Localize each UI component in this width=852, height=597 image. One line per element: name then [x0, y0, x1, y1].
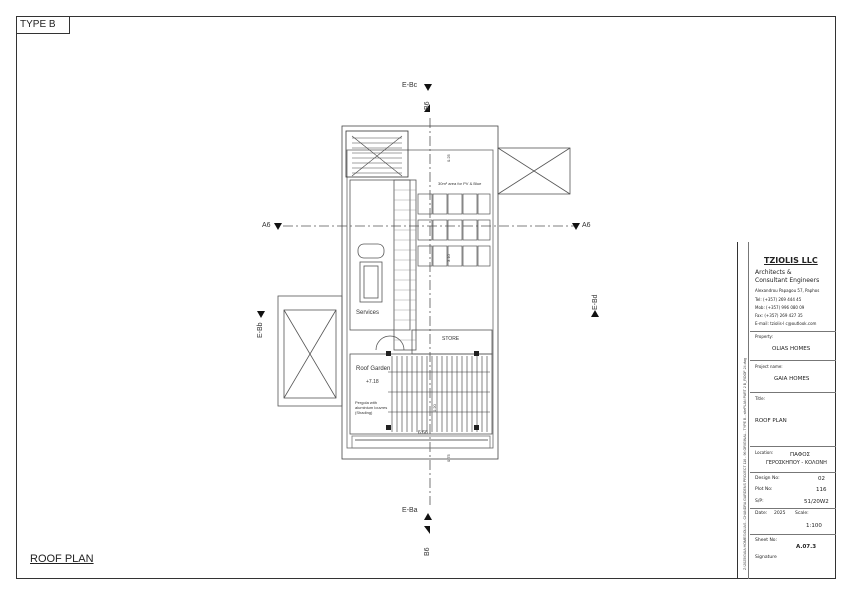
title-block-main: TZIOLIS LLC Architects & Consultant Engi…	[750, 242, 836, 579]
title-value: ROOF PLAN	[755, 418, 787, 424]
location-line1: ΠΑΦΟΣ	[790, 452, 811, 458]
project-value: GAIA HOMES	[774, 376, 810, 382]
plan-title: ROOF PLAN	[30, 553, 94, 565]
pv-panel-grid	[417, 193, 491, 267]
section-label-e-ba: E-Ba	[402, 507, 418, 514]
water-tank-2	[359, 261, 383, 303]
property-value: OLIAS HOMES	[772, 346, 811, 352]
title-block	[737, 242, 836, 579]
skylight-left	[277, 295, 343, 407]
company-fax: Fax: (+357) 269 427 35	[755, 313, 803, 318]
sp-label: S/P:	[755, 499, 764, 504]
services-area	[349, 179, 411, 331]
section-arrow-left	[274, 223, 282, 230]
location-line2: ΓΕΡΟΣΚΗΠΟΥ - ΚΟΛΟΝΗ	[766, 460, 827, 466]
stair-treads	[351, 135, 403, 177]
design-value: 02	[818, 476, 825, 482]
section-label-a6-right: A6	[582, 222, 591, 229]
section-label-e-bc: E-Bc	[402, 82, 418, 89]
section-arrow-bottom-b6	[424, 526, 430, 534]
dimension-top: 0.25	[446, 154, 451, 162]
section-arrow-e-bb	[257, 311, 265, 318]
section-label-b6-top: B6	[424, 101, 431, 110]
signature-label: Signature	[755, 555, 777, 560]
company-tel: Tel: (+357) 269 444 45	[755, 297, 802, 302]
date-label: Date:	[755, 511, 768, 516]
section-arrow-bottom	[424, 513, 432, 520]
dimension-width: 6.66	[418, 430, 428, 436]
store-room	[411, 329, 493, 355]
title-block-side-strip	[737, 242, 749, 579]
section-label-e-bb: E-Bb	[257, 322, 264, 338]
duct-strip	[393, 179, 417, 351]
plot-label: Plot No:	[755, 487, 773, 492]
plot-value: 116	[816, 487, 827, 493]
section-label-a6-left: A6	[262, 222, 271, 229]
dimension-garden: 0.20	[432, 404, 437, 412]
sp-value: 51/20W2	[804, 499, 829, 505]
project-label: Project name:	[755, 364, 783, 369]
company-sub1: Architects &	[755, 269, 792, 276]
section-label-b6-bottom: B6	[424, 547, 431, 556]
drawing-sheet-frame	[16, 16, 836, 579]
company-address: Alexandrou Papagou 57, Paphos	[755, 288, 820, 293]
type-tag: TYPE B	[16, 16, 70, 34]
building-outline	[341, 125, 499, 460]
water-tank-1	[357, 243, 385, 259]
store-label: STORE	[442, 336, 460, 342]
door-swing	[375, 335, 405, 351]
company-mob: Mob: (+357) 996 080 09	[755, 305, 805, 310]
company-sub2: Consultant Engineers	[755, 277, 820, 284]
section-arrow-e-bd	[591, 310, 599, 317]
scale-value: 1:100	[806, 523, 822, 529]
sheet-label: Sheet No:	[755, 538, 778, 543]
staircase	[345, 130, 409, 178]
pergola-louvres	[388, 356, 490, 432]
dimension-bottom: 0.75	[446, 454, 451, 462]
company-email: E-mail: tziolis-l c@outlook.com	[755, 321, 817, 326]
skylight-right	[497, 147, 571, 195]
section-label-e-bd: E-Bd	[592, 294, 599, 310]
section-arrow-right	[572, 223, 580, 230]
section-arrow-top	[424, 84, 432, 91]
section-arrow-top-b6	[424, 104, 430, 112]
company-name: TZIOLIS LLC	[764, 256, 818, 265]
pergola-note: Pergola with aluminium louvres (Shading)	[355, 400, 388, 415]
file-path-text: Z:\2025\GAIA HOMES\OLIAS - CHANDRA GARDE…	[743, 357, 747, 570]
sheet-value: A.07.3	[796, 544, 817, 550]
roof-garden	[349, 353, 493, 435]
title-label: Title:	[755, 396, 765, 401]
property-label: Property:	[755, 334, 773, 339]
date-value: 2025	[774, 511, 786, 516]
services-label: Services	[356, 310, 380, 316]
location-label: Location:	[755, 450, 774, 455]
scale-label: Scale:	[795, 511, 809, 516]
roof-garden-label: Roof Garden	[356, 366, 391, 372]
level-mark: +7.18	[366, 379, 379, 385]
pv-area-note: 30m² area for PV & Blue	[438, 181, 482, 186]
dimension-mid: 3.10	[446, 254, 451, 262]
design-label: Design No:	[755, 476, 780, 481]
